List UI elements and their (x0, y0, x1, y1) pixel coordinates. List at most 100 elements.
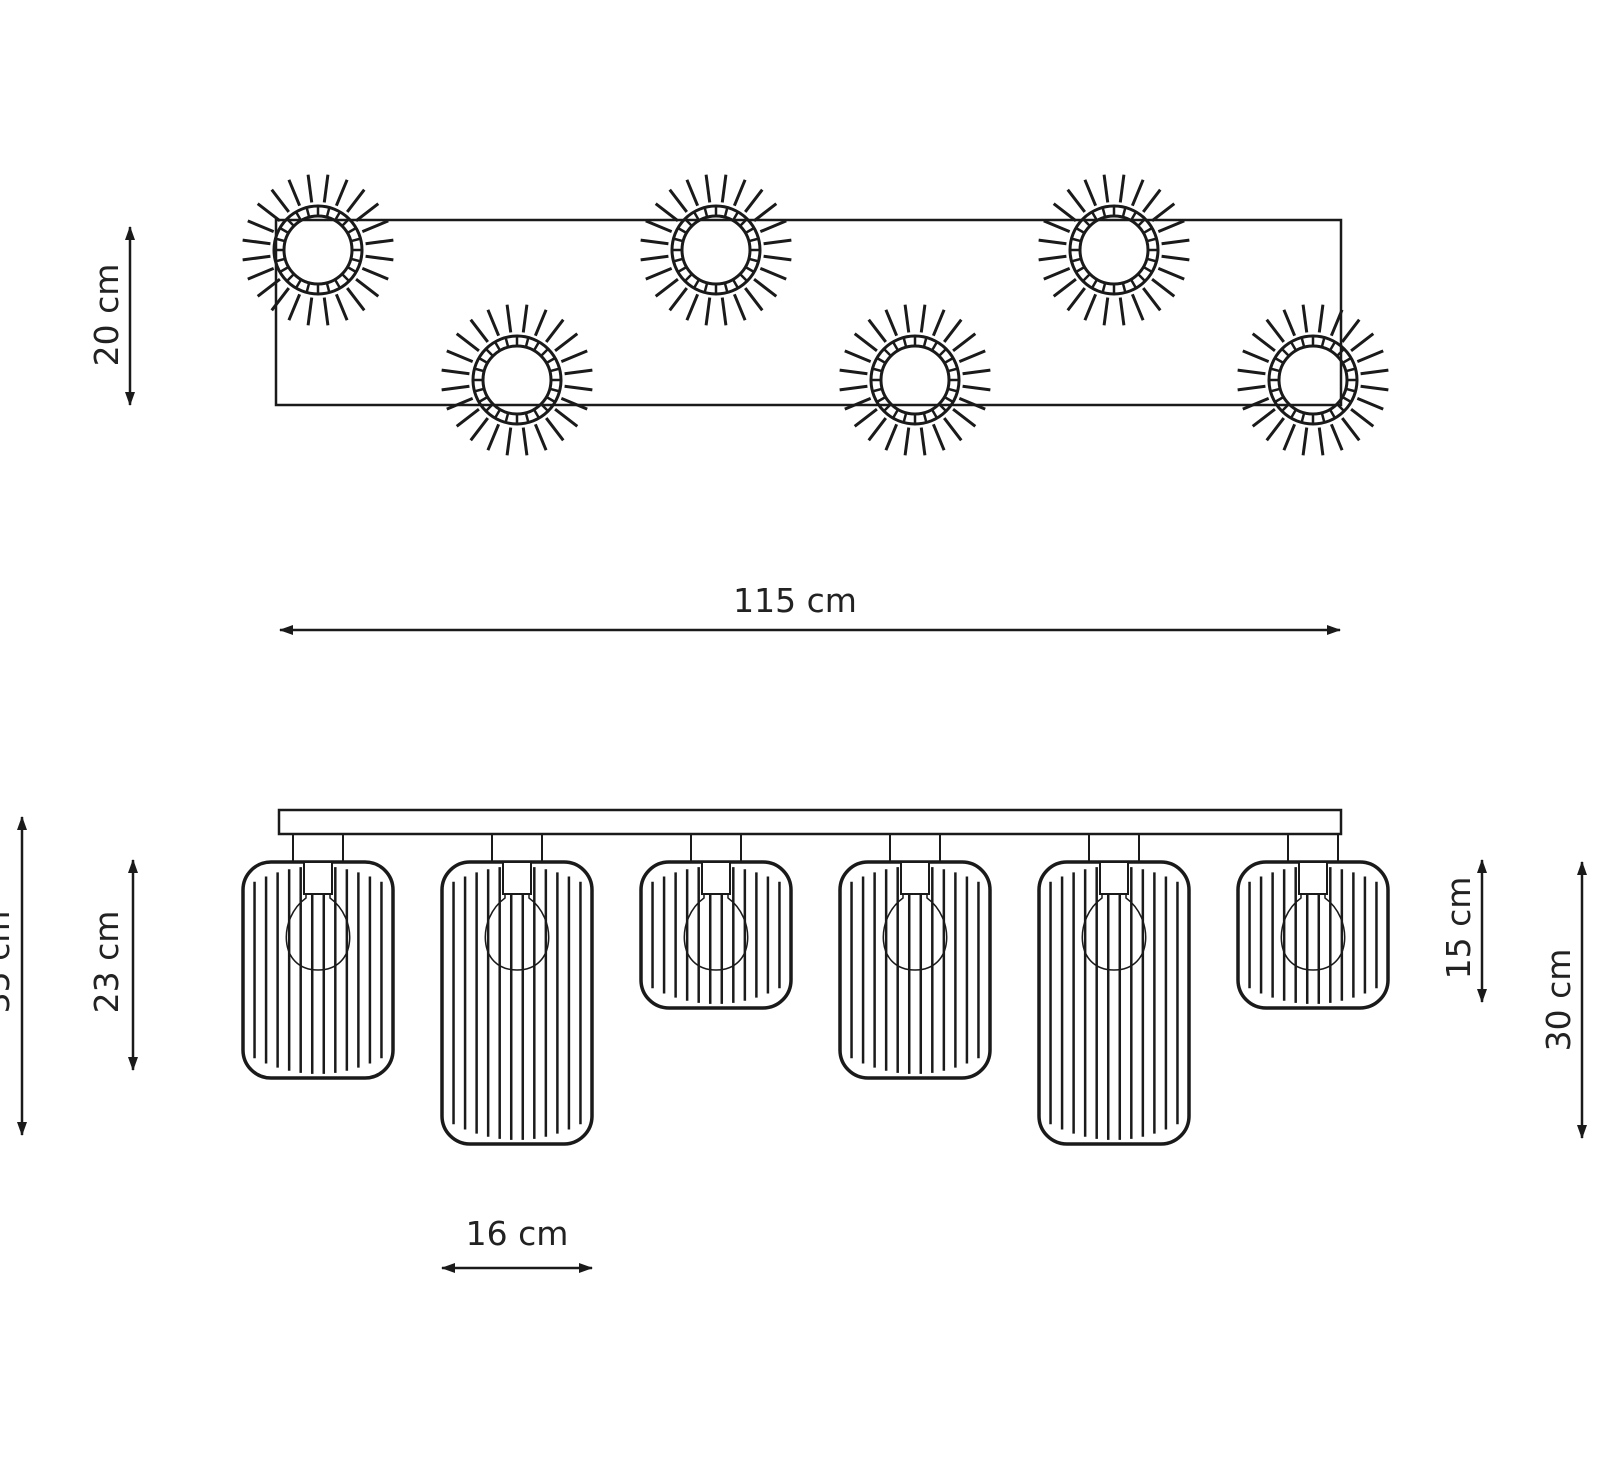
shade-spoke (1066, 287, 1086, 312)
shade-spoke (242, 254, 271, 262)
shade-rib (1121, 207, 1127, 218)
shade-spoke (853, 332, 878, 352)
shade-height-dimension-30-label: 30 cm (1539, 949, 1578, 1052)
shade-spoke (1130, 179, 1145, 207)
shade-rib (1328, 408, 1337, 419)
top-view-shade (1237, 304, 1389, 456)
shade-rib (1137, 273, 1146, 282)
shade-spoke (1242, 396, 1270, 411)
shade-spoke (919, 427, 927, 456)
shade-spoke (759, 266, 787, 281)
shade-spoke (744, 287, 764, 312)
shade-rib (1320, 412, 1326, 423)
shade-spoke (744, 188, 764, 213)
depth-dimension-label: 20 cm (87, 264, 126, 367)
shade-rib (748, 257, 759, 263)
shade-rib (677, 226, 688, 235)
shade-spoke (1251, 408, 1276, 428)
shade-rib (902, 337, 908, 348)
shade-rib (883, 403, 892, 412)
total-height-dimension: 35 cm (0, 816, 28, 1136)
shade-rib (275, 257, 286, 263)
shade-spoke (1237, 384, 1266, 392)
shade-rib (1137, 218, 1146, 227)
shade-rib (731, 278, 740, 289)
shade-rib (947, 387, 958, 393)
shade-rib (286, 218, 295, 227)
shade-spoke (867, 318, 887, 343)
shade-rib (692, 211, 701, 222)
shade-rib (350, 257, 361, 263)
shade-rib (692, 278, 701, 289)
shade-rib (545, 395, 556, 404)
side-view-shades (241, 833, 1390, 1146)
shade-spoke (505, 427, 513, 456)
shade-rib (1300, 337, 1306, 348)
shade-spoke (654, 278, 679, 298)
shade-spoke (1161, 254, 1190, 262)
shade-spoke (270, 287, 290, 312)
shade-rib (341, 273, 350, 282)
shade-rib (891, 408, 900, 419)
shade-rib (930, 341, 939, 352)
shade-rib (673, 257, 684, 263)
shade-rib (545, 356, 556, 365)
shade-spoke (1360, 368, 1389, 376)
shade-rib (1075, 226, 1086, 235)
lamp-socket (292, 833, 344, 863)
shade-spoke (533, 423, 548, 451)
shade-rib (938, 403, 947, 412)
lamp-socket (491, 833, 543, 863)
shade-spoke (1301, 304, 1309, 333)
shade-spoke (1083, 293, 1098, 321)
shade-spoke (1329, 309, 1344, 337)
shade-spoke (720, 297, 728, 326)
shade-width-dimension-label: 16 cm (466, 1214, 569, 1253)
bulb-holder (502, 861, 532, 895)
shade-rib (504, 337, 510, 348)
shade-rib (1270, 387, 1281, 393)
shade-spoke (931, 423, 946, 451)
shade-rib (1071, 257, 1082, 263)
shade-spoke (732, 179, 747, 207)
shade-spoke (645, 219, 673, 234)
shade-spoke (919, 304, 927, 333)
shade-spoke (645, 266, 673, 281)
shade-rib (333, 211, 342, 222)
shade-spoke (1350, 332, 1375, 352)
shade-rib (1090, 278, 1099, 289)
shade-spoke (334, 179, 349, 207)
shade-rib (872, 387, 883, 393)
shade-rib (524, 412, 530, 423)
shade-rib (891, 341, 900, 352)
bulb-holder (1099, 861, 1129, 895)
side-view-shade (440, 833, 594, 1146)
shade-spoke (365, 254, 394, 262)
lamp-socket (690, 833, 742, 863)
shade-inner-ring (282, 214, 354, 286)
bulb-holder (900, 861, 930, 895)
shade-rib (744, 265, 755, 274)
top-view-shade (242, 174, 394, 326)
shade-spoke (1043, 266, 1071, 281)
shade-rib (1142, 265, 1153, 274)
shade-spoke (306, 297, 314, 326)
shade-rib (1336, 403, 1345, 412)
shade-spoke (486, 309, 501, 337)
shade-spoke (1282, 309, 1297, 337)
shade-spoke (853, 408, 878, 428)
shade-height-dimension-15: 15 cm (1439, 859, 1487, 1003)
shade-rib (677, 265, 688, 274)
shade-spoke (732, 293, 747, 321)
shade-spoke (704, 174, 712, 203)
shade-spoke (884, 423, 899, 451)
shade-inner-ring (1078, 214, 1150, 286)
shade-rib (1345, 367, 1356, 373)
shade-spoke (1329, 423, 1344, 451)
side-view-shade (639, 833, 793, 1010)
shade-rib (938, 348, 947, 357)
shade-rib (540, 403, 549, 412)
length-dimension: 115 cm (279, 581, 1341, 635)
shade-rib (943, 356, 954, 365)
shade-spoke (1102, 174, 1110, 203)
